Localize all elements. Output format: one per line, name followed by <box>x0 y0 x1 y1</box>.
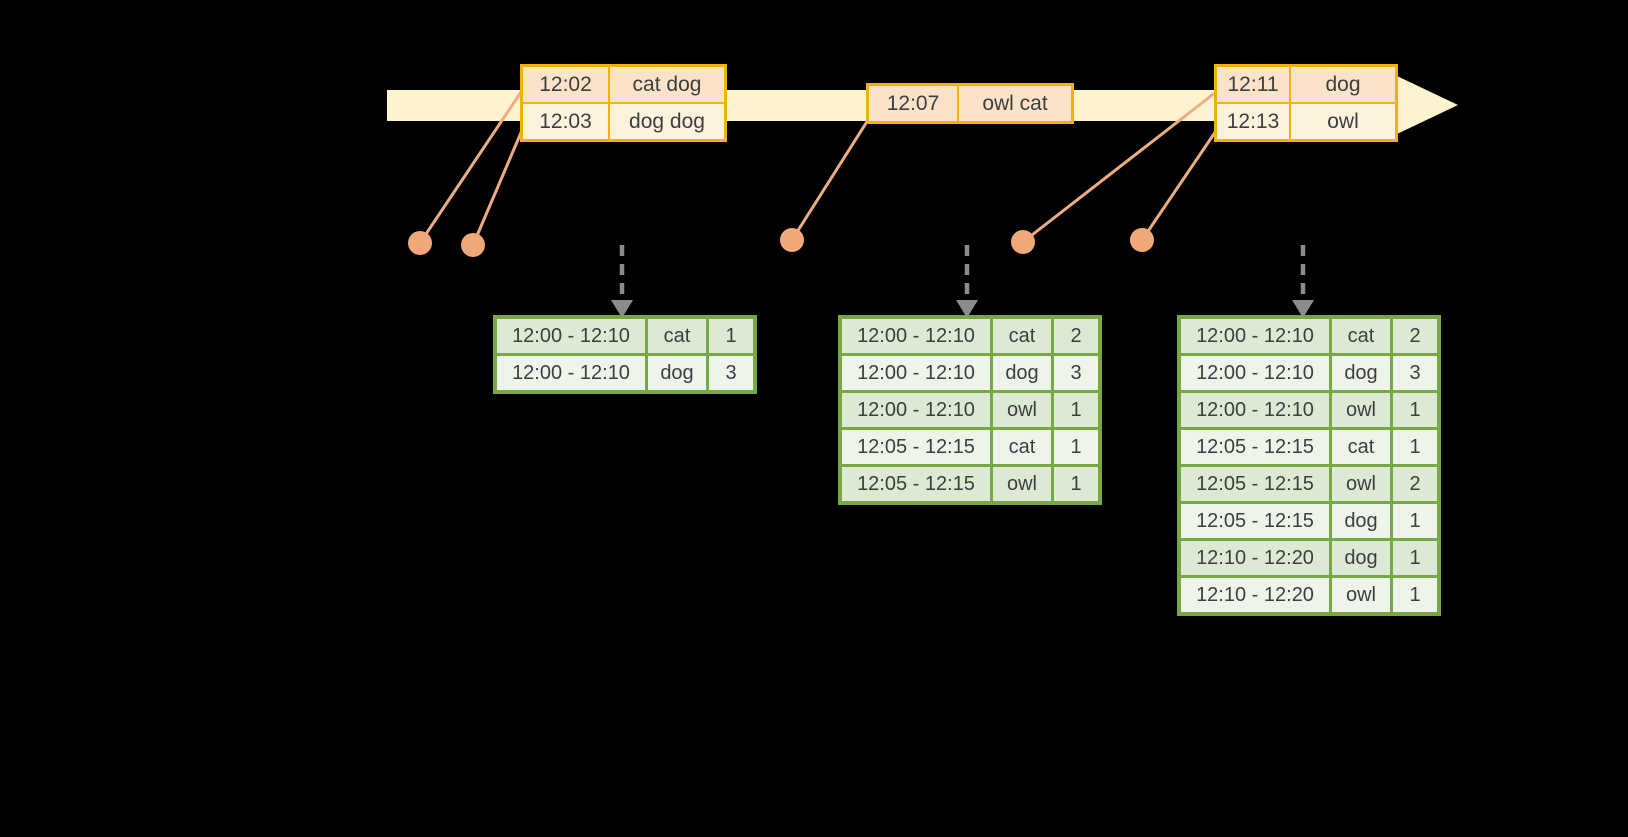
count-cell: 2 <box>1393 319 1437 353</box>
event-dot-icon <box>461 233 485 257</box>
count-cell: 1 <box>1393 430 1437 464</box>
window-cell: 12:00 - 12:10 <box>842 356 990 390</box>
event-time-cell: 12:11 <box>1217 67 1289 102</box>
count-cell: 1 <box>1393 504 1437 538</box>
event-dot-icon <box>1130 228 1154 252</box>
count-cell: 1 <box>1393 578 1437 612</box>
word-cell: cat <box>1332 430 1390 464</box>
result-table-3: 12:00 - 12:10 cat 2 12:00 - 12:10 dog 3 … <box>1177 315 1441 616</box>
count-cell: 2 <box>1054 319 1098 353</box>
window-cell: 12:00 - 12:10 <box>842 319 990 353</box>
word-cell: dog <box>1332 541 1390 575</box>
word-cell: cat <box>993 430 1051 464</box>
window-cell: 12:10 - 12:20 <box>1181 541 1329 575</box>
window-cell: 12:00 - 12:10 <box>842 393 990 427</box>
trigger-arrowhead-icon <box>1292 300 1314 318</box>
count-cell: 1 <box>1054 430 1098 464</box>
window-cell: 12:05 - 12:15 <box>842 430 990 464</box>
word-cell: dog <box>1332 504 1390 538</box>
event-time-cell: 12:07 <box>869 86 957 121</box>
result-table-1: 12:00 - 12:10 cat 1 12:00 - 12:10 dog 3 <box>493 315 757 394</box>
count-cell: 3 <box>709 356 753 390</box>
count-cell: 3 <box>1054 356 1098 390</box>
event-time-cell: 12:03 <box>523 104 608 139</box>
trigger-arrowhead-icon <box>611 300 633 318</box>
result-table-2: 12:00 - 12:10 cat 2 12:00 - 12:10 dog 3 … <box>838 315 1102 505</box>
count-cell: 1 <box>709 319 753 353</box>
event-time-cell: 12:02 <box>523 67 608 102</box>
word-cell: cat <box>993 319 1051 353</box>
window-cell: 12:05 - 12:15 <box>1181 467 1329 501</box>
window-cell: 12:00 - 12:10 <box>497 319 645 353</box>
word-cell: cat <box>648 319 706 353</box>
window-cell: 12:05 - 12:15 <box>1181 504 1329 538</box>
input-events-table-3: 12:11 dog 12:13 owl <box>1214 64 1398 142</box>
event-connector-line <box>418 91 523 244</box>
input-events-table-2: 12:07 owl cat <box>866 83 1074 124</box>
window-cell: 12:05 - 12:15 <box>1181 430 1329 464</box>
timeline-arrowhead-icon <box>1397 76 1458 134</box>
event-time-cell: 12:13 <box>1217 104 1289 139</box>
input-events-table-1: 12:02 cat dog 12:03 dog dog <box>520 64 727 142</box>
count-cell: 1 <box>1054 467 1098 501</box>
event-dot-icon <box>780 228 804 252</box>
word-cell: owl <box>993 393 1051 427</box>
window-cell: 12:05 - 12:15 <box>842 467 990 501</box>
word-cell: cat <box>1332 319 1390 353</box>
count-cell: 3 <box>1393 356 1437 390</box>
count-cell: 1 <box>1054 393 1098 427</box>
event-connector-line <box>790 119 870 241</box>
event-words-cell: dog <box>1291 67 1395 102</box>
word-cell: dog <box>648 356 706 390</box>
word-cell: owl <box>1332 467 1390 501</box>
event-words-cell: owl <box>1291 104 1395 139</box>
word-cell: owl <box>993 467 1051 501</box>
window-cell: 12:00 - 12:10 <box>1181 356 1329 390</box>
count-cell: 2 <box>1393 467 1437 501</box>
event-connector-line <box>1022 90 1217 244</box>
event-words-cell: cat dog <box>610 67 724 102</box>
event-dot-icon <box>1011 230 1035 254</box>
window-cell: 12:00 - 12:10 <box>1181 393 1329 427</box>
count-cell: 1 <box>1393 541 1437 575</box>
event-words-cell: owl cat <box>959 86 1071 121</box>
event-connector-line <box>1140 127 1220 241</box>
trigger-arrowhead-icon <box>956 300 978 318</box>
word-cell: dog <box>993 356 1051 390</box>
event-connector-line <box>471 127 525 246</box>
word-cell: dog <box>1332 356 1390 390</box>
window-cell: 12:00 - 12:10 <box>1181 319 1329 353</box>
window-cell: 12:10 - 12:20 <box>1181 578 1329 612</box>
word-cell: owl <box>1332 578 1390 612</box>
count-cell: 1 <box>1393 393 1437 427</box>
event-dot-icon <box>408 231 432 255</box>
window-cell: 12:00 - 12:10 <box>497 356 645 390</box>
event-words-cell: dog dog <box>610 104 724 139</box>
word-cell: owl <box>1332 393 1390 427</box>
